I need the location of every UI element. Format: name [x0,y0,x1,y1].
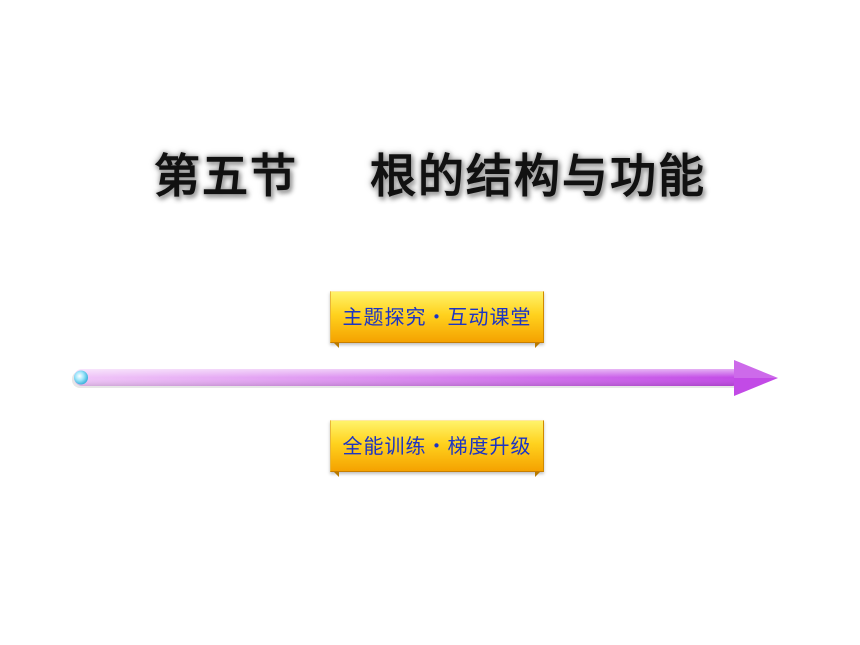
ribbon-fold-left [334,343,339,348]
circle-knob-icon [74,370,88,385]
ribbon-fold-left [334,472,339,477]
comprehensive-training-button[interactable]: 全能训练・梯度升级 [330,420,544,477]
button-background [330,291,544,343]
comprehensive-training-label: 全能训练・梯度升级 [342,434,532,458]
page-title: 第五节 根的结构与功能 [153,149,707,203]
topic-exploration-label: 主题探究・互动课堂 [342,305,532,329]
right-arrow-icon [72,360,778,396]
ribbon-fold-right [535,472,540,477]
button-background [330,420,544,472]
topic-exploration-button[interactable]: 主题探究・互动课堂 [330,291,544,348]
ribbon-fold-right [535,343,540,348]
timeline-arrow [70,356,782,402]
